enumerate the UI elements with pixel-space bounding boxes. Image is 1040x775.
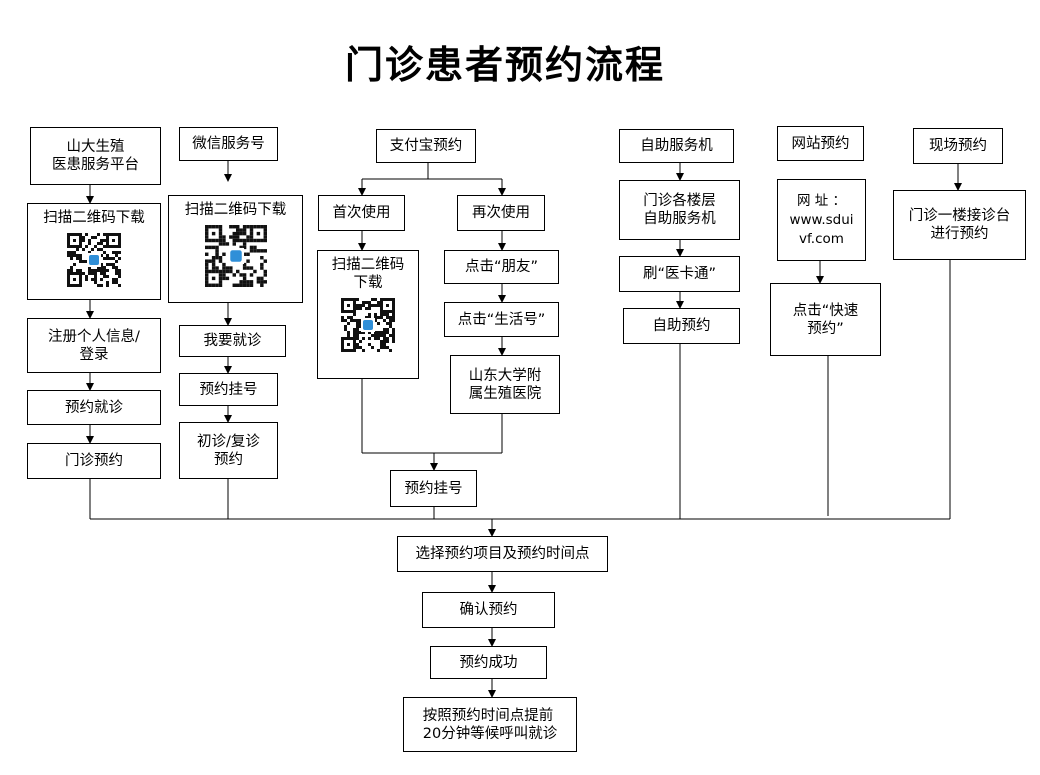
kiosk-floors-label: 门诊各楼层 自助服务机 — [643, 193, 716, 227]
alipay-hospital-label: 山东大学附 属生殖医院 — [468, 367, 542, 402]
success-label: 预约成功 — [459, 654, 518, 671]
shanda-scan-box: 扫描二维码下载 — [27, 203, 161, 300]
website-click-label: 点击“快速 预约” — [792, 302, 859, 337]
wechat-scan-label: 扫描二维码下载 — [184, 202, 287, 218]
kiosk-card-box: 刷“医卡通” — [619, 256, 740, 292]
wait-label: 按照预约时间点提前 20分钟等候呼叫就诊 — [422, 707, 558, 742]
wechat-header-box: 微信服务号 — [179, 127, 278, 161]
alipay-scan-box: 扫描二维码 下载 — [317, 250, 419, 379]
alipay-life-box: 点击“生活号” — [444, 302, 559, 337]
wechat-header-label: 微信服务号 — [192, 136, 265, 152]
alipay-first-label: 首次使用 — [332, 205, 391, 221]
qr-code-icon — [204, 225, 267, 287]
alipay-friend-box: 点击“朋友” — [444, 250, 559, 284]
alipay-scan-label: 扫描二维码 下载 — [331, 257, 405, 291]
select-box: 选择预约项目及预约时间点 — [397, 536, 608, 572]
onsite-desk-label: 门诊一楼接诊台 进行预约 — [908, 208, 1011, 242]
onsite-header-label: 现场预约 — [929, 138, 987, 154]
shanda-book-box: 预约就诊 — [27, 390, 161, 425]
kiosk-header-box: 自助服务机 — [619, 129, 734, 163]
select-label: 选择预约项目及预约时间点 — [415, 546, 590, 562]
alipay-again-label: 再次使用 — [472, 205, 530, 221]
shanda-register-box: 注册个人信息/ 登录 — [27, 318, 161, 373]
qr-code-icon — [341, 298, 395, 352]
qr-code-icon — [67, 233, 121, 287]
wait-box: 按照预约时间点提前 20分钟等候呼叫就诊 — [403, 697, 577, 752]
kiosk-header-label: 自助服务机 — [640, 138, 713, 154]
kiosk-floors-box: 门诊各楼层 自助服务机 — [619, 180, 740, 240]
alipay-first-box: 首次使用 — [318, 195, 405, 231]
wechat-scan-box: 扫描二维码下载 — [168, 195, 303, 303]
page-title: 门诊患者预约流程 — [344, 42, 665, 87]
website-header-label: 网站预约 — [791, 135, 850, 152]
wechat-register-label: 预约挂号 — [199, 381, 258, 398]
wechat-register-box: 预约挂号 — [179, 373, 278, 406]
shanda-header-label: 山大生殖 医患服务平台 — [52, 139, 139, 173]
shanda-header-box: 山大生殖 医患服务平台 — [30, 127, 161, 185]
shanda-clinic-label: 门诊预约 — [65, 453, 123, 469]
onsite-desk-box: 门诊一楼接诊台 进行预约 — [893, 190, 1026, 260]
confirm-label: 确认预约 — [459, 602, 518, 618]
alipay-friend-label: 点击“朋友” — [464, 259, 539, 275]
alipay-life-label: 点击“生活号” — [457, 311, 546, 328]
kiosk-self-label: 自助预约 — [652, 318, 711, 334]
shanda-scan-label: 扫描二维码下载 — [43, 210, 145, 226]
website-url-label: 网 址 ： www.sdui vf.com — [789, 192, 854, 247]
website-header-box: 网站预约 — [777, 126, 864, 161]
alipay-register-label: 预约挂号 — [404, 480, 463, 497]
wechat-want-box: 我要就诊 — [179, 325, 286, 357]
alipay-register-box: 预约挂号 — [390, 470, 477, 507]
shanda-register-label: 注册个人信息/ 登录 — [48, 328, 140, 363]
alipay-header-label: 支付宝预约 — [389, 138, 463, 154]
wechat-want-label: 我要就诊 — [203, 333, 262, 349]
wechat-visit-label: 初诊/复诊 预约 — [197, 433, 260, 468]
website-url-box: 网 址 ： www.sdui vf.com — [777, 179, 866, 261]
onsite-header-box: 现场预约 — [913, 128, 1003, 164]
shanda-book-label: 预约就诊 — [65, 399, 123, 416]
shanda-clinic-box: 门诊预约 — [27, 443, 161, 479]
kiosk-self-box: 自助预约 — [623, 308, 740, 344]
kiosk-card-label: 刷“医卡通” — [642, 266, 717, 282]
alipay-hospital-box: 山东大学附 属生殖医院 — [450, 355, 560, 414]
alipay-header-box: 支付宝预约 — [376, 129, 476, 163]
confirm-box: 确认预约 — [422, 592, 555, 628]
wechat-visit-box: 初诊/复诊 预约 — [179, 422, 278, 479]
success-box: 预约成功 — [430, 646, 547, 679]
alipay-again-box: 再次使用 — [457, 195, 545, 231]
website-click-box: 点击“快速 预约” — [770, 283, 881, 356]
